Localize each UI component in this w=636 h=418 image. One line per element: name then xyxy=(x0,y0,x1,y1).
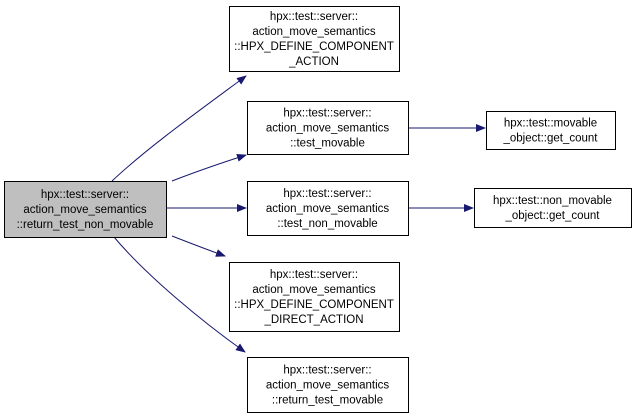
node-label-line: _ACTION xyxy=(288,56,339,68)
node-label-line: action_move_semantics xyxy=(23,204,147,216)
node-box xyxy=(486,111,616,150)
function-node[interactable]: hpx::test::server::action_move_semantics… xyxy=(247,181,409,236)
node-label-line: ::test_non_movable xyxy=(277,218,377,230)
node-label-line: _object::get_count xyxy=(503,133,599,145)
node-label-line: ::test_movable xyxy=(290,138,365,150)
node-label-line: ::HPX_DEFINE_COMPONENT xyxy=(234,41,394,53)
node-label-line: action_move_semantics xyxy=(266,203,390,215)
function-node[interactable]: hpx::test::server::action_move_semantics… xyxy=(229,262,400,332)
node-label-line: ::return_test_movable xyxy=(272,395,383,407)
function-node[interactable]: hpx::test::server::action_move_semantics… xyxy=(247,357,409,413)
node-label-line: action_move_semantics xyxy=(252,284,376,296)
function-node[interactable]: hpx::test::movable_object::get_count xyxy=(486,111,616,150)
edges xyxy=(111,75,486,353)
node-label-line: ::HPX_DEFINE_COMPONENT xyxy=(234,299,394,311)
node-label-line: action_move_semantics xyxy=(266,380,390,392)
edge-root-to-n4 xyxy=(171,235,226,257)
node-box xyxy=(4,181,167,238)
function-node[interactable]: hpx::test::non_movable_object::get_count xyxy=(474,188,632,228)
function-node[interactable]: hpx::test::server::action_move_semantics… xyxy=(229,6,400,72)
root-function-node[interactable]: hpx::test::server::action_move_semantics… xyxy=(4,181,167,238)
node-label-line: _object::get_count xyxy=(505,210,601,222)
edge-root-to-n1 xyxy=(111,75,247,182)
node-label-line: hpx::test::non_movable xyxy=(493,195,612,207)
function-node[interactable]: hpx::test::server::action_move_semantics… xyxy=(247,101,409,155)
node-box xyxy=(247,101,409,155)
node-label-line: hpx::test::server:: xyxy=(270,11,358,23)
node-box xyxy=(474,188,632,228)
node-label-line: ::return_test_non_movable xyxy=(17,219,154,231)
node-label-line: hpx::test::movable xyxy=(504,118,597,130)
node-label-line: action_move_semantics xyxy=(266,123,390,135)
node-label-line: hpx::test::server:: xyxy=(270,269,358,281)
node-label-line: hpx::test::server:: xyxy=(283,108,371,120)
node-label-line: hpx::test::server:: xyxy=(283,188,371,200)
node-label-line: action_move_semantics xyxy=(252,26,376,38)
node-box xyxy=(229,6,400,72)
node-label-line: _DIRECT_ACTION xyxy=(263,314,363,326)
edge-root-to-n5 xyxy=(113,236,246,353)
node-box xyxy=(247,181,409,236)
edge-root-to-n2 xyxy=(171,153,247,182)
node-box xyxy=(229,262,400,332)
node-box xyxy=(247,357,409,413)
node-label-line: hpx::test::server:: xyxy=(41,189,129,201)
node-label-line: hpx::test::server:: xyxy=(283,365,371,377)
nodes: hpx::test::server::action_move_semantics… xyxy=(4,6,632,413)
